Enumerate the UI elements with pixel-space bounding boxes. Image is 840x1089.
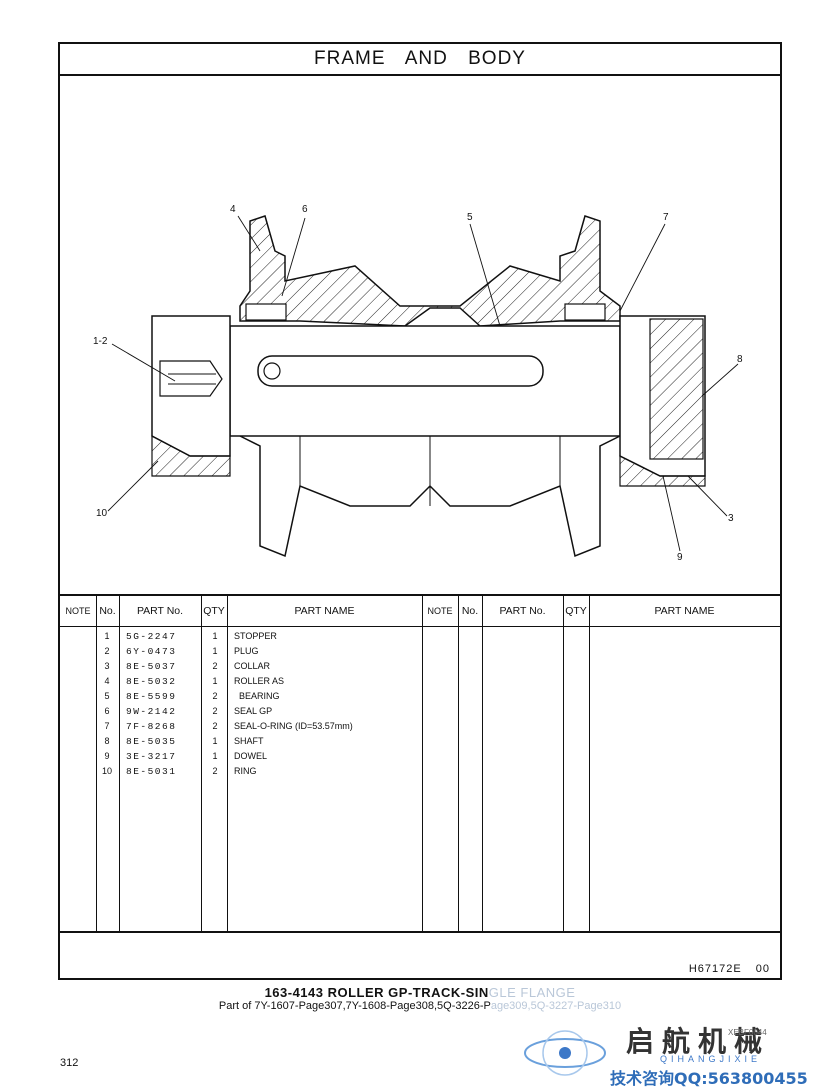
row-qty: 2 <box>212 691 218 701</box>
row-part-name: SHAFT <box>234 736 264 746</box>
header-part-name-2: PART NAME <box>654 605 715 617</box>
row-part-name: SEAL-O-RING (ID=53.57mm) <box>234 721 353 731</box>
callout-4: 4 <box>230 204 236 215</box>
row-qty: 1 <box>212 631 218 641</box>
callout-3: 3 <box>728 513 734 524</box>
table-header: NOTE No. PART No. QTY PART NAME NOTE No.… <box>60 596 780 627</box>
roller-body <box>239 215 621 327</box>
row-qty: 2 <box>212 766 218 776</box>
contact-qq: 技术咨询QQ:563800455 <box>610 1069 808 1088</box>
caption-title-faded: GLE FLANGE <box>488 985 576 1000</box>
seal-right <box>564 303 606 321</box>
row-part-no: 6Y-0473 <box>126 646 177 657</box>
row-no: 5 <box>104 691 110 701</box>
col-divider <box>589 596 590 933</box>
callout-1-2: 1-2 <box>93 336 108 347</box>
row-qty: 2 <box>212 661 218 671</box>
caption-title: 163-4143 ROLLER GP-TRACK-SINGLE FLANGE <box>0 985 840 1000</box>
watermark-logo: 启航机械 XEBF0044 QIHANGJIXIE 技术咨询QQ:5638004… <box>520 1018 820 1088</box>
col-divider <box>563 596 564 933</box>
header-part-no: PART No. <box>136 605 184 617</box>
header-no: No. <box>99 605 116 617</box>
ref-code: H67172E <box>688 963 742 975</box>
col-divider <box>458 596 459 933</box>
seal-left <box>245 303 287 321</box>
row-qty: 2 <box>212 721 218 731</box>
row-part-no: 8E-5035 <box>126 736 177 747</box>
row-part-no: 8E-5037 <box>126 661 177 672</box>
header-qty: QTY <box>203 605 225 617</box>
page-number: 312 <box>60 1057 79 1069</box>
col-divider <box>96 596 97 933</box>
header-note-2: NOTE <box>427 606 453 616</box>
row-part-name: SEAL GP <box>234 706 273 716</box>
row-part-name: COLLAR <box>234 661 271 671</box>
row-no: 10 <box>101 766 112 776</box>
row-part-name: RING <box>234 766 257 776</box>
callout-8: 8 <box>737 354 743 365</box>
row-part-no: 9W-2142 <box>126 706 177 717</box>
header-qty-2: QTY <box>565 605 587 617</box>
brand-name-en: QIHANGJIXIE <box>660 1054 762 1064</box>
brand-name-cn: 启航机械 <box>626 1025 771 1058</box>
row-qty: 1 <box>212 676 218 686</box>
row-no: 2 <box>104 646 110 656</box>
callout-6: 6 <box>302 204 308 215</box>
row-part-name: STOPPER <box>234 631 277 641</box>
exploded-drawing: 4 6 5 7 1-2 8 10 3 9 <box>60 76 780 594</box>
caption-subtitle-main: Part of 7Y-1607-Page307,7Y-1608-Page308,… <box>218 1000 491 1012</box>
dowel <box>257 355 544 387</box>
watermark-code: XEBF0044 <box>728 1028 767 1037</box>
col-divider <box>482 596 483 933</box>
row-part-no: 3E-3217 <box>126 751 177 762</box>
row-part-no: 8E-5599 <box>126 691 177 702</box>
caption-title-main: 163-4143 ROLLER GP-TRACK-SIN <box>264 985 489 1000</box>
reference-code: H67172E 00 <box>689 963 770 975</box>
table-footer: H67172E 00 <box>60 931 780 978</box>
header-part-no-2: PART No. <box>499 605 546 617</box>
header-no-2: No. <box>461 605 479 617</box>
row-part-no: 5G-2247 <box>126 631 177 642</box>
row-qty: 1 <box>212 646 218 656</box>
caption-subtitle: Part of 7Y-1607-Page307,7Y-1608-Page308,… <box>0 1000 840 1012</box>
row-no: 8 <box>104 736 110 746</box>
row-part-name: ROLLER AS <box>234 676 285 686</box>
row-qty: 1 <box>212 736 218 746</box>
row-part-name: DOWEL <box>234 751 268 761</box>
col-divider <box>119 596 120 933</box>
row-no: 6 <box>104 706 110 716</box>
page-title: FRAME AND BODY <box>60 44 780 76</box>
row-no: 3 <box>104 661 110 671</box>
row-part-no: 7F-8268 <box>126 721 177 732</box>
row-part-name: BEARING <box>234 691 280 701</box>
row-qty: 1 <box>212 751 218 761</box>
header-part-name: PART NAME <box>294 605 355 617</box>
page-frame: FRAME AND BODY <box>58 42 782 980</box>
caption-subtitle-faded: age309,5Q-3227-Page310 <box>490 1000 622 1012</box>
callout-10: 10 <box>96 508 108 519</box>
callout-9: 9 <box>677 552 683 563</box>
ref-revision: 00 <box>755 963 770 975</box>
col-divider <box>227 596 228 933</box>
row-part-no: 8E-5032 <box>126 676 177 687</box>
callout-7: 7 <box>663 212 669 223</box>
row-no: 1 <box>104 631 110 641</box>
col-divider <box>422 596 423 933</box>
row-part-name: PLUG <box>234 646 259 656</box>
swoosh-icon <box>524 1030 606 1076</box>
parts-table: NOTE No. PART No. QTY PART NAME NOTE No.… <box>60 594 780 933</box>
row-qty: 2 <box>212 706 218 716</box>
roller-cross-section: 4 6 5 7 1-2 8 10 3 9 <box>93 204 743 563</box>
header-note: NOTE <box>65 606 91 616</box>
row-no: 7 <box>104 721 110 731</box>
row-part-no: 8E-5031 <box>126 766 177 777</box>
row-no: 9 <box>104 751 110 761</box>
col-divider <box>201 596 202 933</box>
row-no: 4 <box>104 676 110 686</box>
callout-5: 5 <box>467 212 473 223</box>
